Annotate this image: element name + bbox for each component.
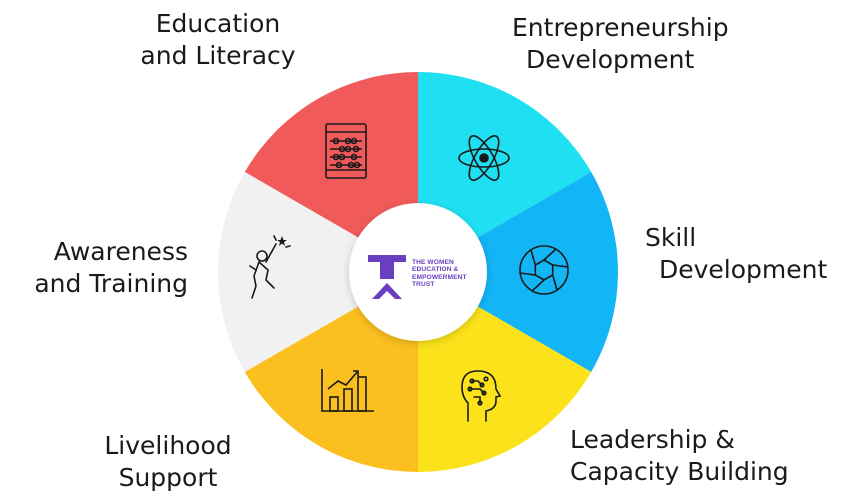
logo-text: THE WOMEN EDUCATION & EMPOWERMENT TRUST bbox=[412, 259, 467, 289]
growth-chart-icon bbox=[321, 369, 374, 412]
label-education-line-2: and Literacy bbox=[140, 41, 296, 70]
label-skill: Skill Development bbox=[645, 222, 827, 286]
logo-line-3: EMPOWERMENT bbox=[412, 273, 467, 281]
label-leadership-line-1: Leadership & bbox=[570, 425, 735, 454]
label-awareness-line-1: Awareness bbox=[53, 237, 188, 266]
reaching-star-person-icon bbox=[249, 235, 291, 299]
label-livelihood-line-2: Support bbox=[118, 463, 218, 492]
abacus-icon bbox=[325, 123, 367, 179]
brain-circuit-head-icon bbox=[461, 370, 502, 422]
segment-awareness bbox=[217, 172, 418, 372]
label-education: Education and Literacy bbox=[128, 8, 308, 72]
logo-line-1: THE WOMEN bbox=[412, 259, 454, 266]
label-leadership-line-2: Capacity Building bbox=[570, 457, 789, 486]
segment-skill bbox=[418, 172, 619, 372]
label-entrepreneurship-line-1: Entrepreneurship bbox=[512, 13, 729, 42]
label-entrepreneurship: Entrepreneurship Development bbox=[512, 12, 729, 76]
camera-aperture-icon bbox=[519, 245, 569, 295]
label-skill-line-2: Development bbox=[659, 255, 828, 284]
label-skill-line-1: Skill bbox=[645, 223, 697, 252]
label-livelihood-line-1: Livelihood bbox=[104, 431, 232, 460]
label-livelihood: Livelihood Support bbox=[88, 430, 248, 494]
trust-logo-icon bbox=[368, 255, 406, 299]
center-circle bbox=[349, 203, 487, 341]
label-awareness-line-2: and Training bbox=[34, 269, 188, 298]
label-education-line-1: Education bbox=[155, 9, 281, 38]
logo-line-2: EDUCATION & bbox=[412, 266, 459, 274]
label-awareness: Awareness and Training bbox=[0, 236, 188, 300]
label-leadership: Leadership & Capacity Building bbox=[570, 424, 789, 488]
logo-line-4: TRUST bbox=[412, 281, 435, 289]
label-entrepreneurship-line-2: Development bbox=[526, 45, 695, 74]
